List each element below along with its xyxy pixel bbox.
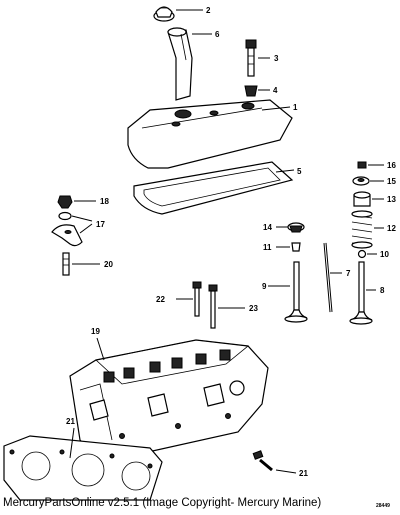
- callout-23: 22: [156, 295, 165, 304]
- callout-24: 23: [249, 304, 258, 313]
- cylinder-head-springs: [103, 349, 231, 383]
- rocker-cover-gasket: [133, 161, 294, 215]
- valve-seal: [357, 249, 367, 259]
- rocker-cover-bolt: [245, 39, 257, 77]
- oil-shield: [353, 191, 371, 207]
- callout-12: 12: [387, 224, 396, 233]
- push-rod: [323, 242, 333, 313]
- callout-21: 21: [66, 417, 75, 426]
- grommet: [244, 85, 258, 97]
- callout-9: 9: [262, 282, 267, 291]
- callout-14: 14: [263, 223, 272, 232]
- callout-22: 21: [299, 469, 308, 478]
- cylinder-head-bolt: [252, 450, 273, 472]
- callout-19: 19: [91, 327, 100, 336]
- callout-15: 15: [387, 177, 396, 186]
- callout-1: 1: [293, 103, 298, 112]
- callout-2: 2: [206, 6, 211, 15]
- rocker-ball: [58, 211, 72, 221]
- callout-6: 6: [215, 30, 220, 39]
- rocker-arm-cover: [127, 99, 293, 169]
- head-bolt-long: [208, 284, 218, 329]
- intake-valve: [284, 261, 308, 323]
- head-bolt-short: [192, 281, 202, 317]
- valve-spring-cap: [352, 176, 370, 186]
- cylinder-head-gasket: [3, 435, 163, 501]
- oil-filler-cap: [153, 6, 175, 22]
- callout-10: 10: [380, 250, 389, 259]
- callout-7: 7: [346, 269, 351, 278]
- callout-20: 20: [104, 260, 113, 269]
- rocker-arm-stud: [62, 252, 70, 276]
- callout-13: 13: [387, 195, 396, 204]
- callout-5: 5: [297, 167, 302, 176]
- callout-17a: 17: [96, 220, 105, 229]
- document-id: 28449: [376, 503, 390, 509]
- rocker-arm-nut: [57, 195, 73, 209]
- callout-16: 16: [387, 161, 396, 170]
- callout-11: 11: [263, 243, 272, 252]
- valve-spring: [351, 210, 373, 249]
- callout-4: 4: [273, 86, 278, 95]
- cylinder-head: [69, 339, 269, 461]
- rocker-arm: [51, 224, 83, 247]
- valve-keepers: [357, 161, 367, 169]
- copyright-caption: MercuryPartsOnline v2.5.1 (Image Copyrig…: [3, 497, 322, 509]
- callout-18: 18: [100, 197, 109, 206]
- valve-lock: [291, 242, 301, 252]
- filler-tube: [167, 27, 193, 101]
- exhaust-valve: [349, 261, 373, 325]
- rocker-arm-ball: [287, 222, 305, 233]
- callout-8: 8: [380, 286, 385, 295]
- callout-3: 3: [274, 54, 279, 63]
